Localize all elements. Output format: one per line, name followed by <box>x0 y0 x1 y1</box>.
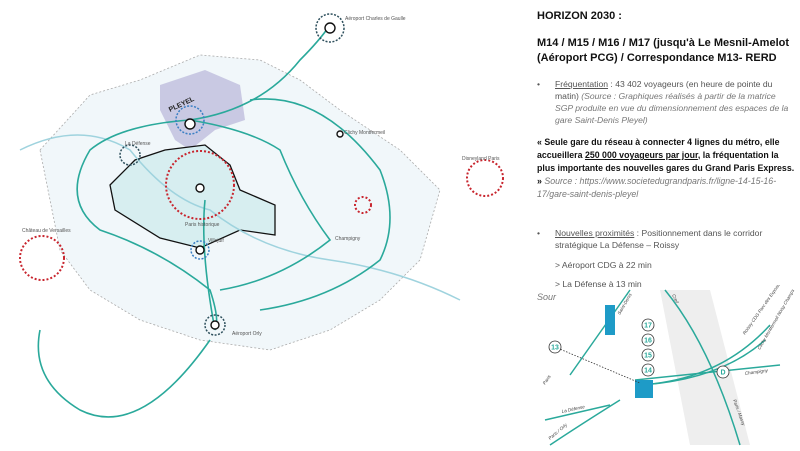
line-badge-label: 16 <box>644 338 652 345</box>
schema-label-paris: Paris <box>542 374 553 386</box>
heritage-circles <box>19 150 504 281</box>
quote-b: , la fréquentation la plus importante de… <box>537 150 795 186</box>
line-badge-14 <box>641 363 655 377</box>
defense-time: > La Défense à 13 min <box>555 279 642 289</box>
label-orly: Aéroport Orly <box>232 331 262 337</box>
source-fragment: Sour <box>537 292 557 302</box>
line-badge-label: 15 <box>644 353 652 360</box>
quote-a: « Seule gare du réseau à connecter 4 lig… <box>537 137 780 160</box>
quote-highlight: 250 000 voyageurs par jour <box>584 150 698 160</box>
label-clichy: Clichy Montfermeil <box>344 130 385 136</box>
pleyel-station-building <box>635 380 653 398</box>
cdg-time: > Aéroport CDG à 22 min <box>555 260 652 270</box>
label-versailles: Château de Versailles <box>22 228 71 234</box>
proximites-text: : Positionnement dans le corridor straté… <box>555 228 763 250</box>
tower-building <box>605 305 615 335</box>
line-badge-label: 17 <box>644 323 652 330</box>
horizon-title: HORIZON 2030 : <box>537 10 622 22</box>
info-panel: HORIZON 2030 : M14 / M15 / M16 / M17 (ju… <box>537 8 795 289</box>
schema-label-paris-orly: Paris / Orly <box>547 422 568 441</box>
stations <box>184 22 344 330</box>
quote: « Seule gare du réseau à connecter 4 lig… <box>537 136 795 201</box>
label-cdg: Aéroport Charles de Gaulle <box>345 16 406 22</box>
line-badge-label: D <box>720 370 725 377</box>
label-disney: Disneyland Paris <box>462 156 500 162</box>
grand-paris-map: Aéroport Charles de Gaulle PLEYEL Clichy… <box>19 13 504 418</box>
lines-subtitle: M14 / M15 / M16 / M17 (jusqu'à Le Mesnil… <box>537 37 790 64</box>
label-paris-historique: Paris historique <box>185 222 220 228</box>
schema-label-champigny: Champigny <box>744 368 768 376</box>
rail-yard <box>660 290 750 445</box>
frequentation-source: (Source : Graphiques réalisés à partir d… <box>555 91 789 125</box>
label-villejuif: Villejuif <box>208 238 224 244</box>
station-schema: Saint-Denis Creil Paris La Défense Paris… <box>542 285 800 446</box>
line-badge-label: 14 <box>644 368 652 375</box>
label-champigny: Champigny <box>335 236 361 242</box>
proximites-item: •Nouvelles proximités : Positionnement d… <box>537 228 763 250</box>
frequentation-text: : 43 402 voyageurs (en heure de pointe d… <box>555 79 773 101</box>
schema-label-saint-denis: Saint-Denis <box>617 292 634 316</box>
quote-source: Source : https://www.societedugrandparis… <box>537 176 777 199</box>
schema-label-la-defense: La Défense <box>561 404 585 414</box>
frequentation-item: •Fréquentation : 43 402 voyageurs (en he… <box>537 79 789 125</box>
line-badge-16 <box>641 333 655 347</box>
paris-area <box>109 144 276 249</box>
seine-river <box>19 134 461 301</box>
line-badge-label: 13 <box>551 345 559 352</box>
schema-label-clichy: Clichy Montfermeil Noisy Champs <box>757 288 796 351</box>
label-la-defense: La Défense <box>125 141 151 147</box>
line-badge-17 <box>641 318 655 332</box>
line-badge-13 <box>548 340 562 354</box>
line-badge-15 <box>641 348 655 362</box>
frequentation-label: Fréquentation <box>555 79 609 89</box>
schema-lines <box>544 289 781 446</box>
schema-label-creil: Creil <box>671 293 680 305</box>
proximites-label: Nouvelles proximités <box>555 228 635 238</box>
line-badge-D <box>716 365 730 379</box>
station-circles <box>119 13 345 336</box>
